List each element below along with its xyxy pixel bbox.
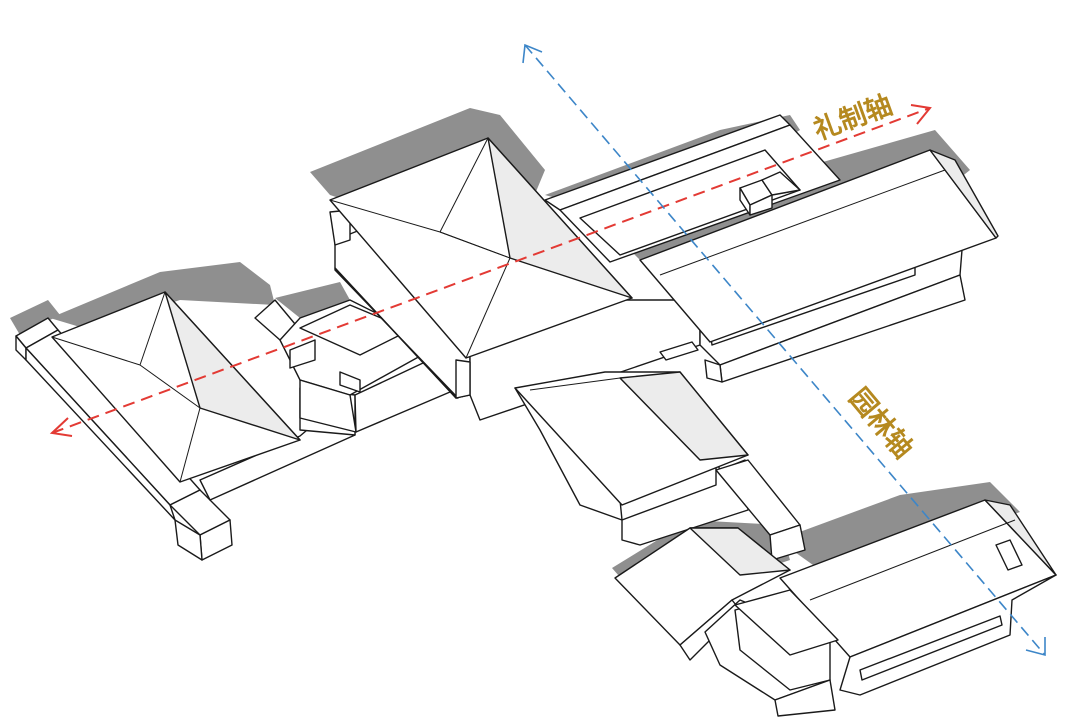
southeast-pavilions — [614, 499, 1057, 717]
ceremonial-axis-arrowhead-right — [910, 104, 932, 125]
garden-axis-line — [524, 44, 1046, 656]
ceremonial-axis-arrowhead-left — [49, 417, 73, 437]
central-court-connector — [279, 299, 451, 433]
east-hall-building — [639, 149, 999, 383]
ceremonial-axis-line — [51, 107, 931, 434]
garden-axis-label: 园林轴 — [843, 383, 919, 465]
garden-axis-arrowhead-top — [522, 43, 543, 64]
ceremonial-axis-label: 礼制轴 — [809, 89, 896, 147]
garden-axis-arrowhead-bottom — [1025, 637, 1046, 657]
garden-pavilion-1 — [514, 371, 806, 561]
